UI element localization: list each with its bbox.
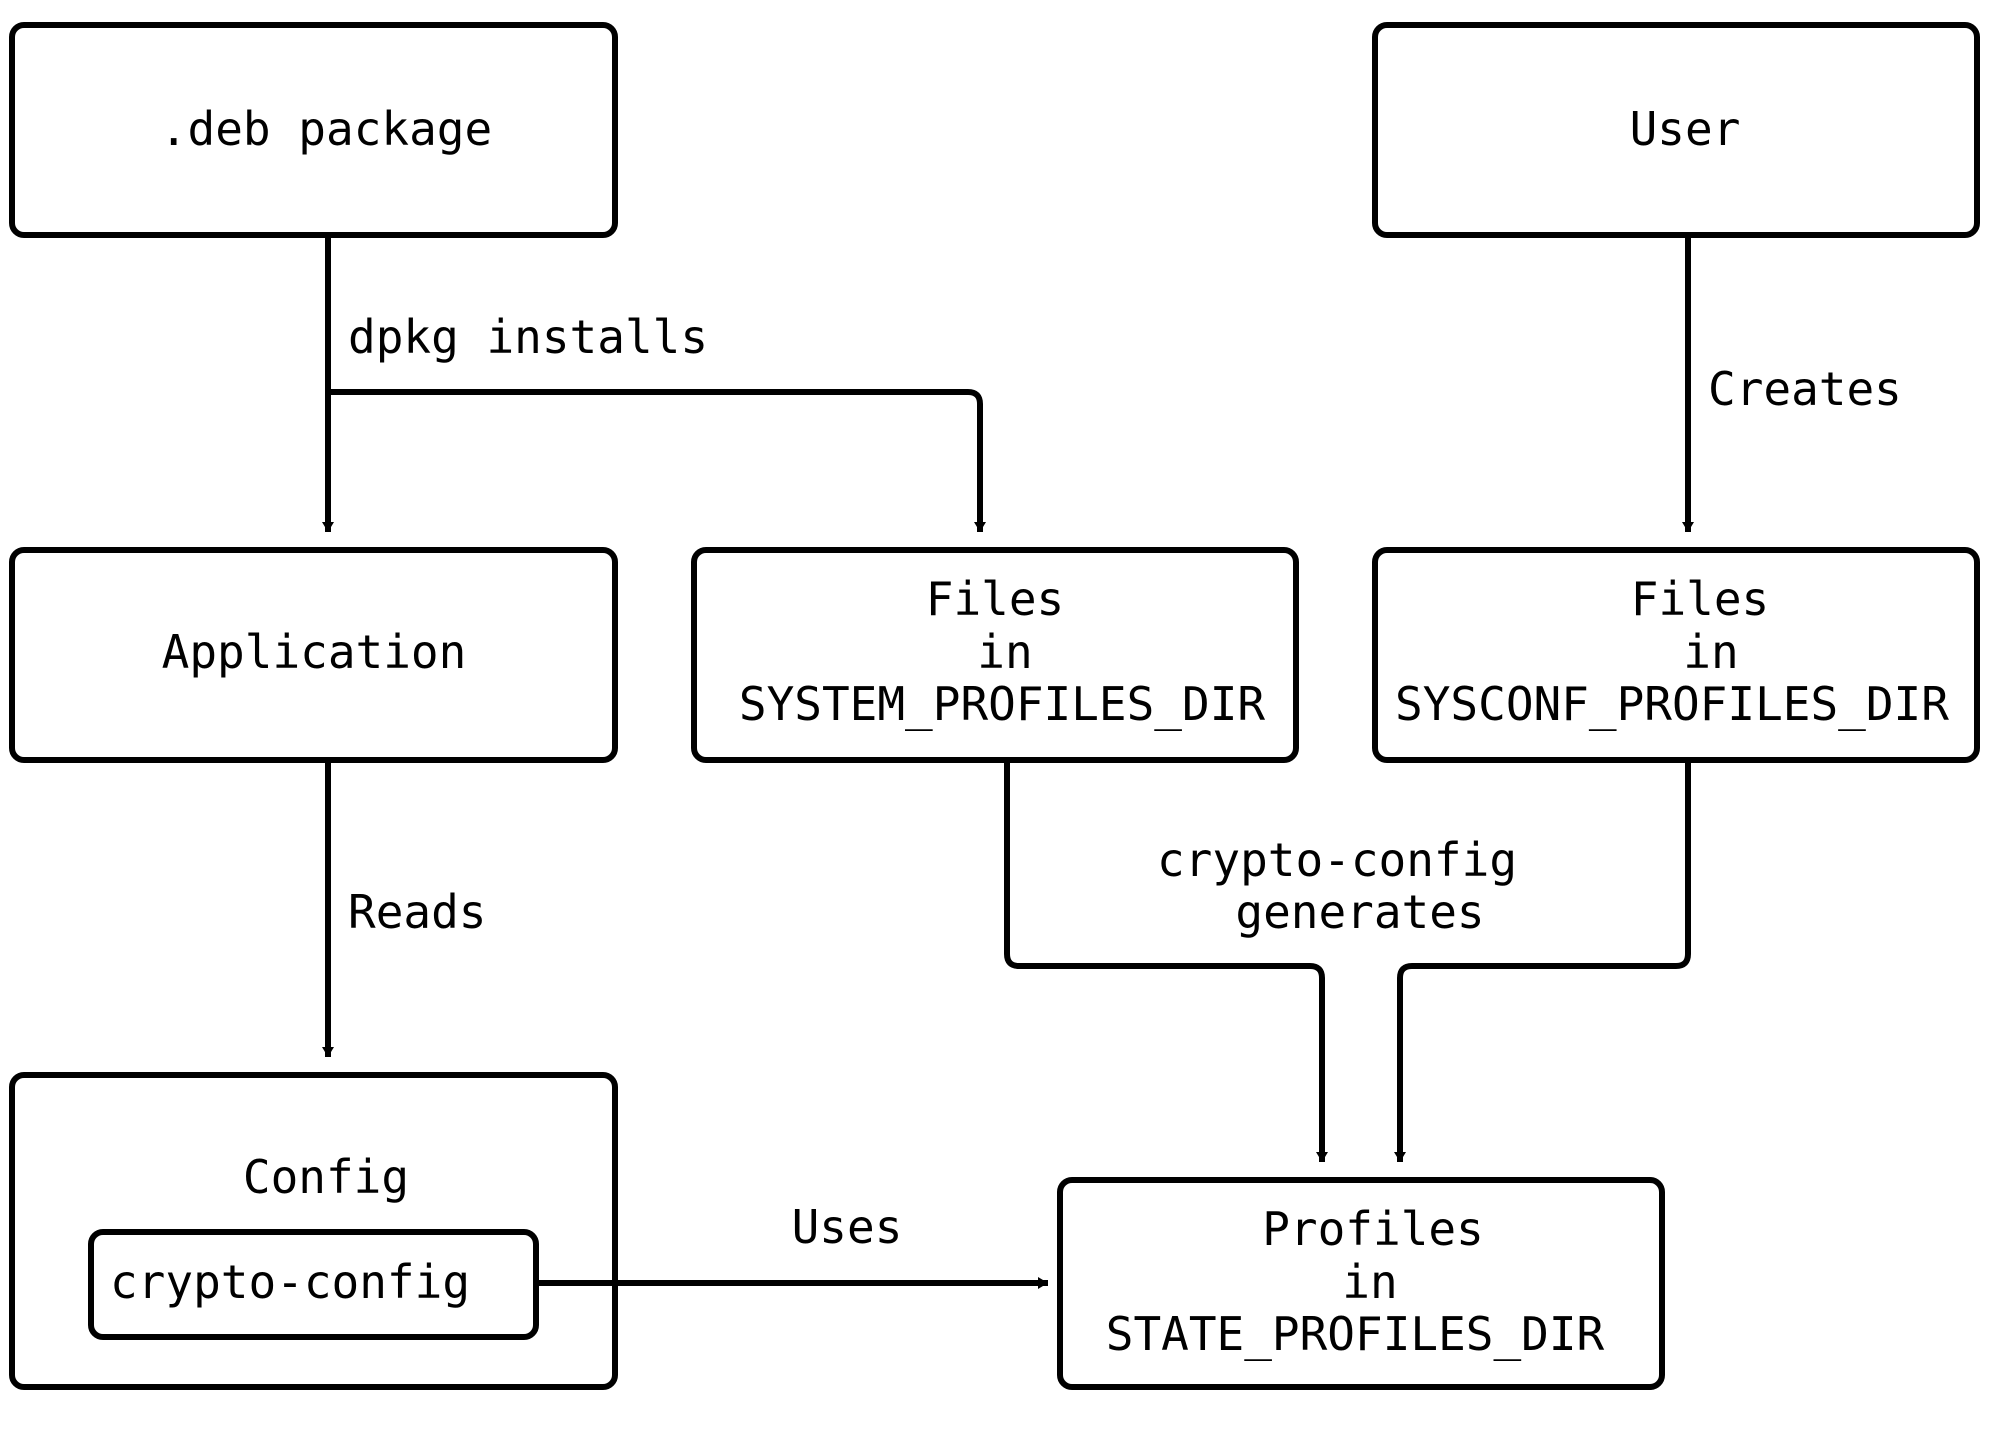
arrow-sysconf-files-to-profiles (1394, 760, 1691, 1162)
generates-label-line-2: generates (1235, 885, 1484, 939)
edge-generates: crypto-config generates (1004, 760, 1691, 1162)
config-label: Config (243, 1150, 409, 1204)
deb-package-label: .deb package (160, 102, 492, 156)
uses-label: Uses (792, 1200, 903, 1254)
node-config: Config crypto-config (9, 1072, 618, 1390)
edge-dpkg-installs: dpkg installs (322, 235, 986, 532)
crypto-config-label: crypto-config (110, 1255, 470, 1309)
edge-uses: Uses (536, 1200, 1048, 1289)
sysconf-files-line-2: in (1683, 625, 1738, 679)
node-user: User (1372, 22, 1980, 238)
sysconf-files-line-1: Files (1631, 572, 1769, 626)
profiles-line-2: in (1342, 1255, 1397, 1309)
creates-label: Creates (1708, 362, 1902, 416)
node-crypto-config: crypto-config (88, 1229, 539, 1340)
node-sysconf-profiles-files: Files in SYSCONF_PROFILES_DIR (1372, 547, 1980, 763)
system-files-line-1: Files (926, 572, 1064, 626)
sysconf-files-line-3: SYSCONF_PROFILES_DIR (1395, 677, 1949, 731)
system-files-line-2: in (977, 625, 1032, 679)
node-application: Application (9, 547, 618, 763)
arrow-deb-to-system-files (328, 389, 986, 532)
arrow-system-files-to-profiles (1004, 760, 1328, 1162)
dpkg-installs-label: dpkg installs (348, 310, 708, 364)
application-label: Application (162, 625, 467, 679)
edge-creates: Creates (1682, 235, 1902, 532)
node-state-profiles: Profiles in STATE_PROFILES_DIR (1057, 1177, 1665, 1390)
profiles-line-3: STATE_PROFILES_DIR (1106, 1307, 1605, 1361)
profiles-line-1: Profiles (1262, 1202, 1484, 1256)
generates-label-line-1: crypto-config (1157, 833, 1517, 887)
node-system-profiles-files: Files in SYSTEM_PROFILES_DIR (691, 547, 1299, 763)
user-label: User (1630, 102, 1741, 156)
reads-label: Reads (348, 885, 486, 939)
system-files-line-3: SYSTEM_PROFILES_DIR (739, 677, 1265, 731)
edge-reads: Reads (322, 760, 486, 1057)
node-deb-package: .deb package (9, 22, 618, 238)
